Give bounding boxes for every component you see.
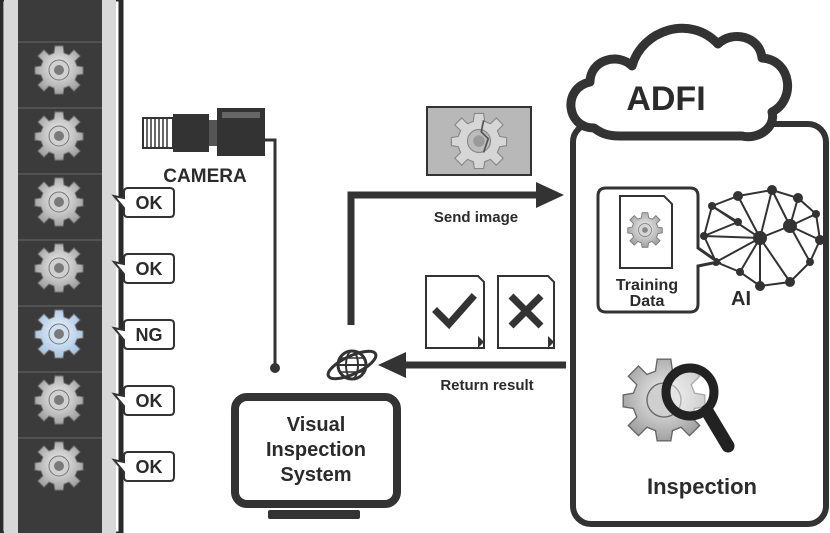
monitor-stand <box>268 510 360 519</box>
magnifier-icon <box>661 363 735 453</box>
captured-image <box>426 106 532 176</box>
status-label: OK <box>136 457 163 477</box>
gear-icon <box>34 177 84 227</box>
gear-icon <box>34 441 84 491</box>
monitor-screen <box>231 393 401 508</box>
result-doc-ng <box>497 275 555 349</box>
status-label: NG <box>136 325 163 345</box>
status-label: OK <box>136 193 163 213</box>
camera-cable <box>265 138 277 368</box>
check-icon <box>432 293 477 330</box>
system-line-3: System <box>280 464 351 486</box>
gear-icon <box>34 375 84 425</box>
training-data-bubble: Training Data <box>596 186 722 314</box>
status-tag: OK <box>111 385 175 416</box>
adfi-cloud: ADFI <box>566 23 829 527</box>
conveyor-part <box>18 107 102 161</box>
return-arrow-head <box>378 352 406 378</box>
defective-gear-icon <box>34 309 84 359</box>
status-tag: NG <box>111 319 175 350</box>
send-arrow-head <box>536 182 564 208</box>
conveyor-part: OK <box>18 371 175 425</box>
conveyor-belt: OK OK NG OK OK <box>0 0 175 533</box>
network-globe-icon <box>326 349 378 381</box>
send-image-flow: Send image <box>347 106 564 325</box>
result-doc-ok <box>425 275 485 349</box>
ai-label: AI <box>731 288 751 310</box>
camera-label: CAMERA <box>163 166 247 187</box>
status-tag: OK <box>111 253 175 284</box>
cloud-icon <box>566 23 792 142</box>
conveyor-part <box>18 41 102 95</box>
status-tag: OK <box>111 187 175 218</box>
conveyor-part: OK <box>18 437 175 491</box>
send-arrow-line <box>347 191 538 325</box>
camera-icon <box>142 108 265 156</box>
training-label-line-2: Data <box>630 293 665 310</box>
cable-connector <box>270 363 280 373</box>
conveyor-part: OK <box>18 239 175 293</box>
conveyor-part: OK <box>18 173 175 227</box>
system-line-2: Inspection <box>266 439 366 461</box>
return-result-flow: Return result <box>378 275 566 394</box>
inspection-icon <box>622 358 735 453</box>
inspection-label: Inspection <box>647 474 757 499</box>
adfi-panel <box>570 121 829 527</box>
visual-inspection-system: Visual Inspection System <box>231 393 401 519</box>
return-result-label: Return result <box>440 377 533 394</box>
camera: CAMERA <box>142 108 280 373</box>
gear-icon <box>34 243 84 293</box>
status-tag: OK <box>111 451 175 482</box>
training-label-line-1: Training <box>616 277 678 294</box>
status-label: OK <box>136 259 163 279</box>
gear-icon <box>34 111 84 161</box>
adfi-title: ADFI <box>626 80 705 118</box>
send-image-label: Send image <box>434 209 518 226</box>
system-line-1: Visual <box>287 414 346 436</box>
conveyor-part: NG <box>18 305 175 359</box>
cross-icon <box>508 293 544 329</box>
training-document-icon <box>619 195 673 269</box>
gear-icon <box>34 45 84 95</box>
status-label: OK <box>136 391 163 411</box>
